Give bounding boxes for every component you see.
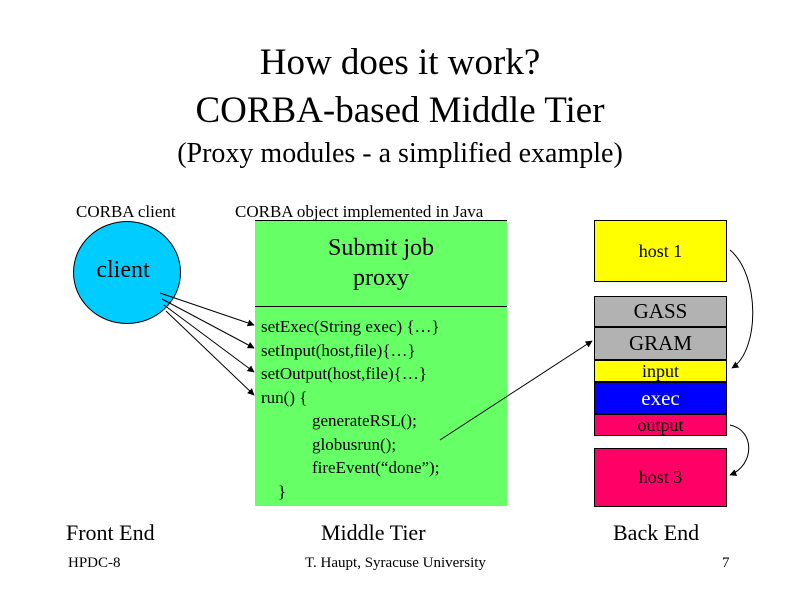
page-number: 7 [722, 555, 730, 571]
client-to-run-arrow [165, 310, 255, 396]
method-line: setExec(String exec) {…} [261, 317, 440, 336]
input-box: input [594, 360, 727, 382]
globusrun-to-gram-arrow [439, 340, 593, 441]
host3-label: host 3 [638, 467, 683, 487]
output-label: output [637, 414, 684, 435]
corba-object-label: CORBA object implemented in Java [235, 202, 484, 221]
slide-title-line2: CORBA-based Middle Tier [195, 90, 605, 131]
middle-tier-label: Middle Tier [321, 520, 426, 545]
gass-box: GASS [594, 296, 727, 327]
gram-label: GRAM [628, 331, 692, 355]
client-node: client [73, 221, 181, 324]
input-label: input [641, 360, 679, 381]
host1-label: host 1 [638, 240, 683, 261]
footer-conference: HPDC-8 [68, 555, 121, 571]
host1-to-input-arrow [729, 249, 754, 369]
proxy-title-line2: proxy [353, 265, 409, 291]
method-line: globusrun(); [261, 434, 397, 454]
exec-label: exec [641, 385, 680, 410]
method-line: setInput(host,file){…} [261, 340, 416, 360]
proxy-header: Submit job proxy [255, 220, 507, 306]
slide-subtitle: (Proxy modules - a simplified example) [177, 138, 623, 169]
exec-box: exec [594, 382, 727, 414]
corba-client-label: CORBA client [76, 202, 176, 221]
client-label: client [96, 257, 150, 283]
host3-box: host 3 [594, 448, 727, 507]
client-to-setoutput-arrow [163, 304, 255, 373]
proxy-methods: setExec(String exec) {…} setInput(host,f… [255, 306, 507, 506]
proxy-title-line1: Submit job [327, 235, 435, 261]
front-end-label: Front End [66, 520, 155, 545]
slide-title-line1: How does it work? [259, 42, 541, 83]
method-line: setOutput(host,file){…} [261, 364, 427, 383]
gass-label: GASS [633, 299, 688, 323]
method-line: generateRSL(); [261, 411, 417, 430]
method-line: } [261, 481, 287, 501]
footer-author: T. Haupt, Syracuse University [305, 555, 486, 571]
gram-box: GRAM [594, 327, 727, 360]
output-box: output [594, 414, 727, 436]
client-to-setinput-arrow [161, 298, 255, 349]
method-line: fireEvent(“done”); [261, 458, 440, 477]
method-line: run() { [261, 387, 308, 407]
output-to-host3-arrow [729, 424, 750, 476]
host1-box: host 1 [594, 220, 727, 282]
client-to-setexec-arrow [159, 292, 255, 327]
back-end-label: Back End [613, 520, 700, 545]
